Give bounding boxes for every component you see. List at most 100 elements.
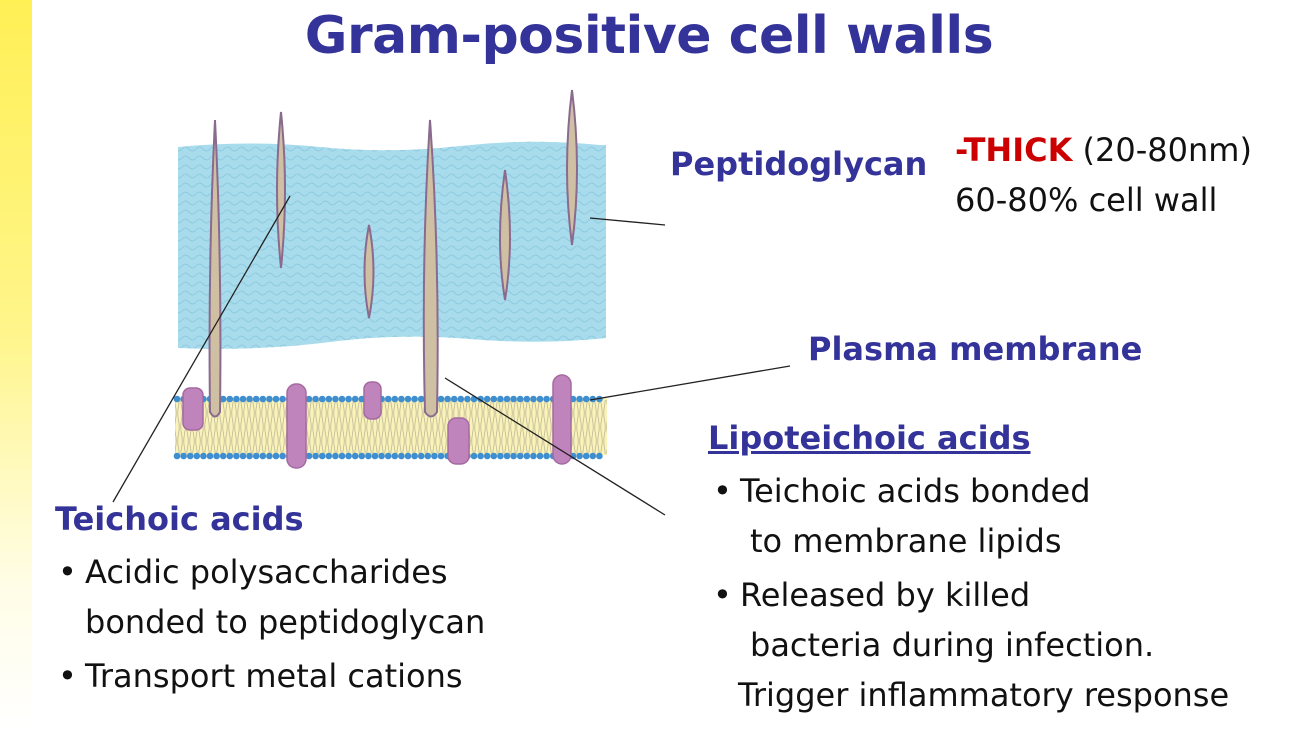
phospholipid-head xyxy=(450,395,458,403)
bullet-line: bacteria during infection. xyxy=(750,626,1155,664)
phospholipid-head xyxy=(398,395,405,403)
slide-accent-bar xyxy=(0,0,32,730)
phospholipid-head xyxy=(338,395,346,403)
phospholipid-head xyxy=(437,395,445,403)
slide-title: Gram-positive cell walls xyxy=(304,6,994,66)
phospholipid-head xyxy=(483,395,491,403)
phospholipid-head xyxy=(490,395,498,403)
phospholipid-head xyxy=(266,395,273,403)
phospholipid-head xyxy=(391,395,399,403)
membrane-protein xyxy=(286,383,307,469)
bullet-line: Teichoic acids bonded xyxy=(740,472,1091,510)
phospholipid-head xyxy=(464,395,471,403)
phospholipid-head xyxy=(312,452,319,460)
phospholipid-head xyxy=(252,452,260,460)
membrane-proteins xyxy=(182,374,572,469)
phospholipid-head xyxy=(417,452,425,460)
lipoteichoic-rod xyxy=(422,119,439,418)
peptidoglycan-percent: 60-80% cell wall xyxy=(955,181,1218,219)
phospholipid-head xyxy=(279,452,286,460)
phospholipid-head xyxy=(239,452,247,460)
phospholipid-head xyxy=(186,452,194,460)
phospholipid-head xyxy=(391,452,399,460)
phospholipid-head xyxy=(259,452,267,460)
phospholipid-head xyxy=(411,452,418,460)
teichoic-bullet-1: • Acidic polysaccharides bonded to pepti… xyxy=(58,547,486,647)
phospholipid-head xyxy=(279,395,286,403)
phospholipid-head xyxy=(332,452,339,460)
phospholipid-head xyxy=(444,395,451,403)
teichoic-bullets: • Acidic polysaccharides bonded to pepti… xyxy=(58,547,486,701)
bullet-line: Trigger inflammatory response xyxy=(738,676,1230,714)
bullet-line: bonded to peptidoglycan xyxy=(85,603,486,641)
membrane-protein xyxy=(447,417,470,465)
phospholipid-head xyxy=(351,395,359,403)
phospholipid-head xyxy=(371,452,379,460)
phospholipid-head xyxy=(219,452,227,460)
phospholipid-head xyxy=(365,452,372,460)
plasma-membrane-bilayer xyxy=(173,395,607,460)
phospholipid-head xyxy=(483,452,491,460)
phospholipid-head xyxy=(503,452,511,460)
phospholipid-head xyxy=(457,395,465,403)
phospholipid-head xyxy=(259,395,267,403)
phospholipid-head xyxy=(431,452,438,460)
phospholipid-head xyxy=(516,395,524,403)
phospholipid-head xyxy=(437,452,445,460)
bullet-marker: • xyxy=(58,657,77,695)
phospholipid-head xyxy=(312,395,319,403)
phospholipid-head xyxy=(398,452,405,460)
phospholipid-head xyxy=(596,452,603,460)
phospholipid-head xyxy=(536,395,544,403)
peptidoglycan-label: Peptidoglycan xyxy=(670,145,928,183)
phospholipid-head xyxy=(378,452,385,460)
bullet-marker: • xyxy=(713,576,732,614)
phospholipid-head xyxy=(470,452,478,460)
phospholipid-head xyxy=(246,395,253,403)
phospholipid-head xyxy=(503,395,511,403)
phospholipid-head xyxy=(477,452,484,460)
phospholipid-head xyxy=(582,452,590,460)
phospholipid-head xyxy=(358,452,366,460)
phospholipid-head xyxy=(239,395,247,403)
phospholipid-head xyxy=(543,395,550,403)
phospholipid-head xyxy=(589,452,597,460)
peptidoglycan-thickness: -THICK (20-80nm) xyxy=(955,131,1252,169)
lipoteichoic-bullet-2: • Released by killed bacteria during inf… xyxy=(713,570,1230,720)
phospholipid-head xyxy=(206,452,214,460)
phospholipid-head xyxy=(246,452,253,460)
phospholipid-head xyxy=(424,452,432,460)
phospholipid-head xyxy=(233,452,240,460)
phospholipid-head xyxy=(404,452,412,460)
phospholipid-head xyxy=(345,395,352,403)
bullet-line: Released by killed xyxy=(740,576,1031,614)
teichoic-acids-heading: Teichoic acids xyxy=(55,500,304,538)
phospholipid-head xyxy=(536,452,544,460)
teichoic-bullet-2: • Transport metal cations xyxy=(58,651,485,701)
phospholipid-head xyxy=(417,395,425,403)
phospholipid-head xyxy=(404,395,412,403)
phospholipid-head xyxy=(384,395,392,403)
phospholipid-head xyxy=(226,395,234,403)
lipoteichoic-bullet-1: • Teichoic acids bonded to membrane lipi… xyxy=(713,466,1229,566)
phospholipid-head xyxy=(332,395,339,403)
phospholipid-head xyxy=(325,452,333,460)
phospholipid-head xyxy=(345,452,352,460)
phospholipid-head xyxy=(193,452,201,460)
phospholipid-head xyxy=(213,452,220,460)
bullet-line: Acidic polysaccharides xyxy=(85,553,448,591)
bullet-line: to membrane lipids xyxy=(750,522,1062,560)
teichoic-rod xyxy=(499,169,511,301)
phospholipid-head xyxy=(318,452,326,460)
phospholipid-head xyxy=(497,395,504,403)
bullet-line: Transport metal cations xyxy=(85,657,463,695)
leader-lines xyxy=(112,195,791,516)
phospholipid-head xyxy=(325,395,333,403)
lipoteichoic-bullets: • Teichoic acids bonded to membrane lipi… xyxy=(713,466,1230,720)
thickness-range: (20-80nm) xyxy=(1072,131,1252,169)
peptidoglycan-layer xyxy=(178,141,606,349)
membrane-heads-bottom xyxy=(173,452,603,460)
phospholipid-head xyxy=(226,452,234,460)
teichoic-rod xyxy=(208,119,222,418)
phospholipid-head xyxy=(180,452,187,460)
